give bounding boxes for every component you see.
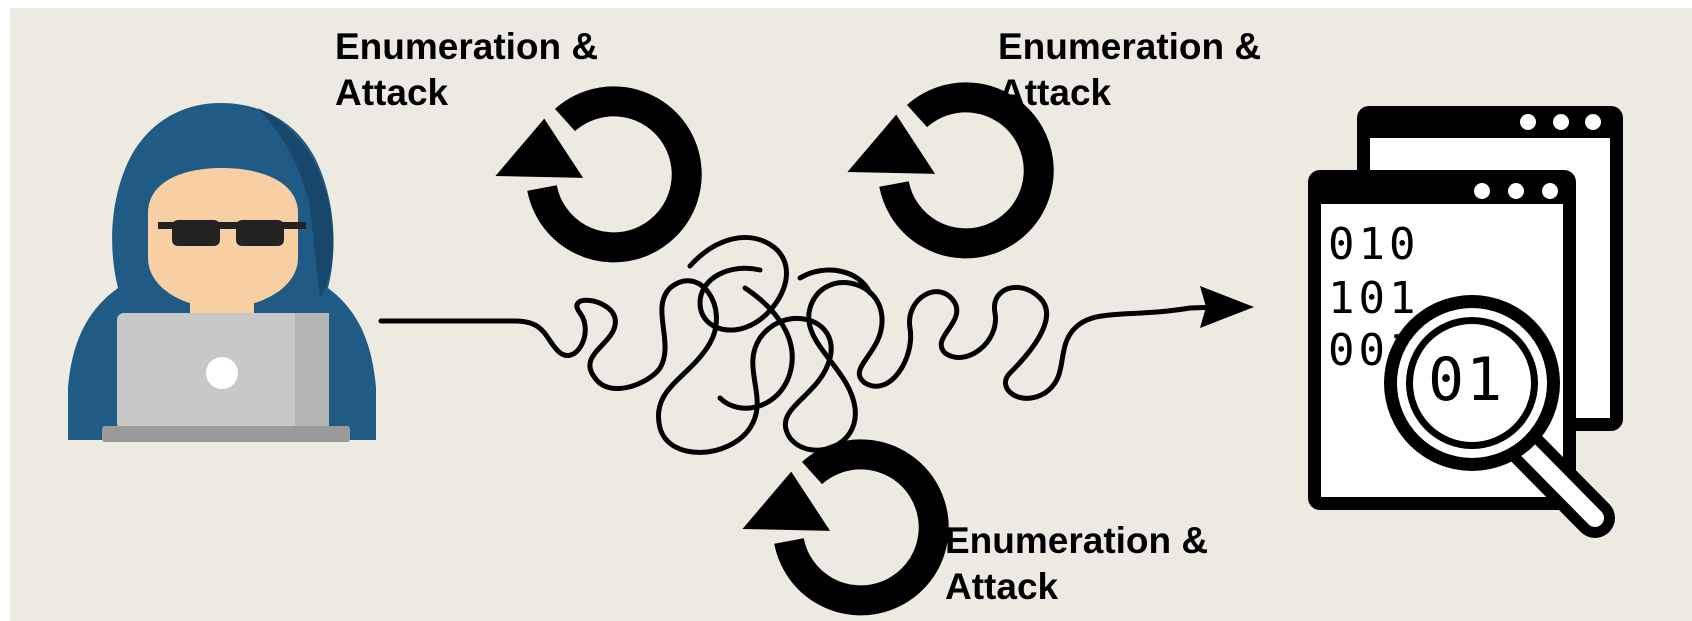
label-line-2: Attack: [335, 70, 598, 116]
label-enumeration-attack-top-right: Enumeration & Attack: [998, 24, 1261, 116]
diagram-art: [10, 8, 1692, 621]
label-line-2: Attack: [998, 70, 1261, 116]
binary-row-2: 101: [1328, 274, 1419, 324]
cycle-arrow-top-right-icon: [839, 97, 1039, 243]
binary-row-3: 001: [1328, 326, 1398, 376]
label-enumeration-attack-bottom: Enumeration & Attack: [945, 518, 1208, 610]
arrow-head-icon: [1200, 286, 1254, 328]
attacker-icon: [68, 103, 376, 442]
binary-magnified: 01: [1428, 345, 1504, 415]
binary-row-1: 010: [1328, 220, 1419, 270]
label-line-1: Enumeration &: [998, 24, 1261, 70]
label-line-1: Enumeration &: [945, 518, 1208, 564]
cycle-arrow-top-left-icon: [487, 101, 687, 247]
cycle-arrow-bottom-icon: [734, 454, 934, 600]
tangled-path-arrow-icon: [381, 238, 1220, 453]
label-enumeration-attack-top-left: Enumeration & Attack: [335, 24, 598, 116]
label-line-2: Attack: [945, 564, 1208, 610]
diagram-canvas: 010 101 001 01 Enumeration & Attack Enum…: [10, 8, 1692, 621]
label-line-1: Enumeration &: [335, 24, 598, 70]
